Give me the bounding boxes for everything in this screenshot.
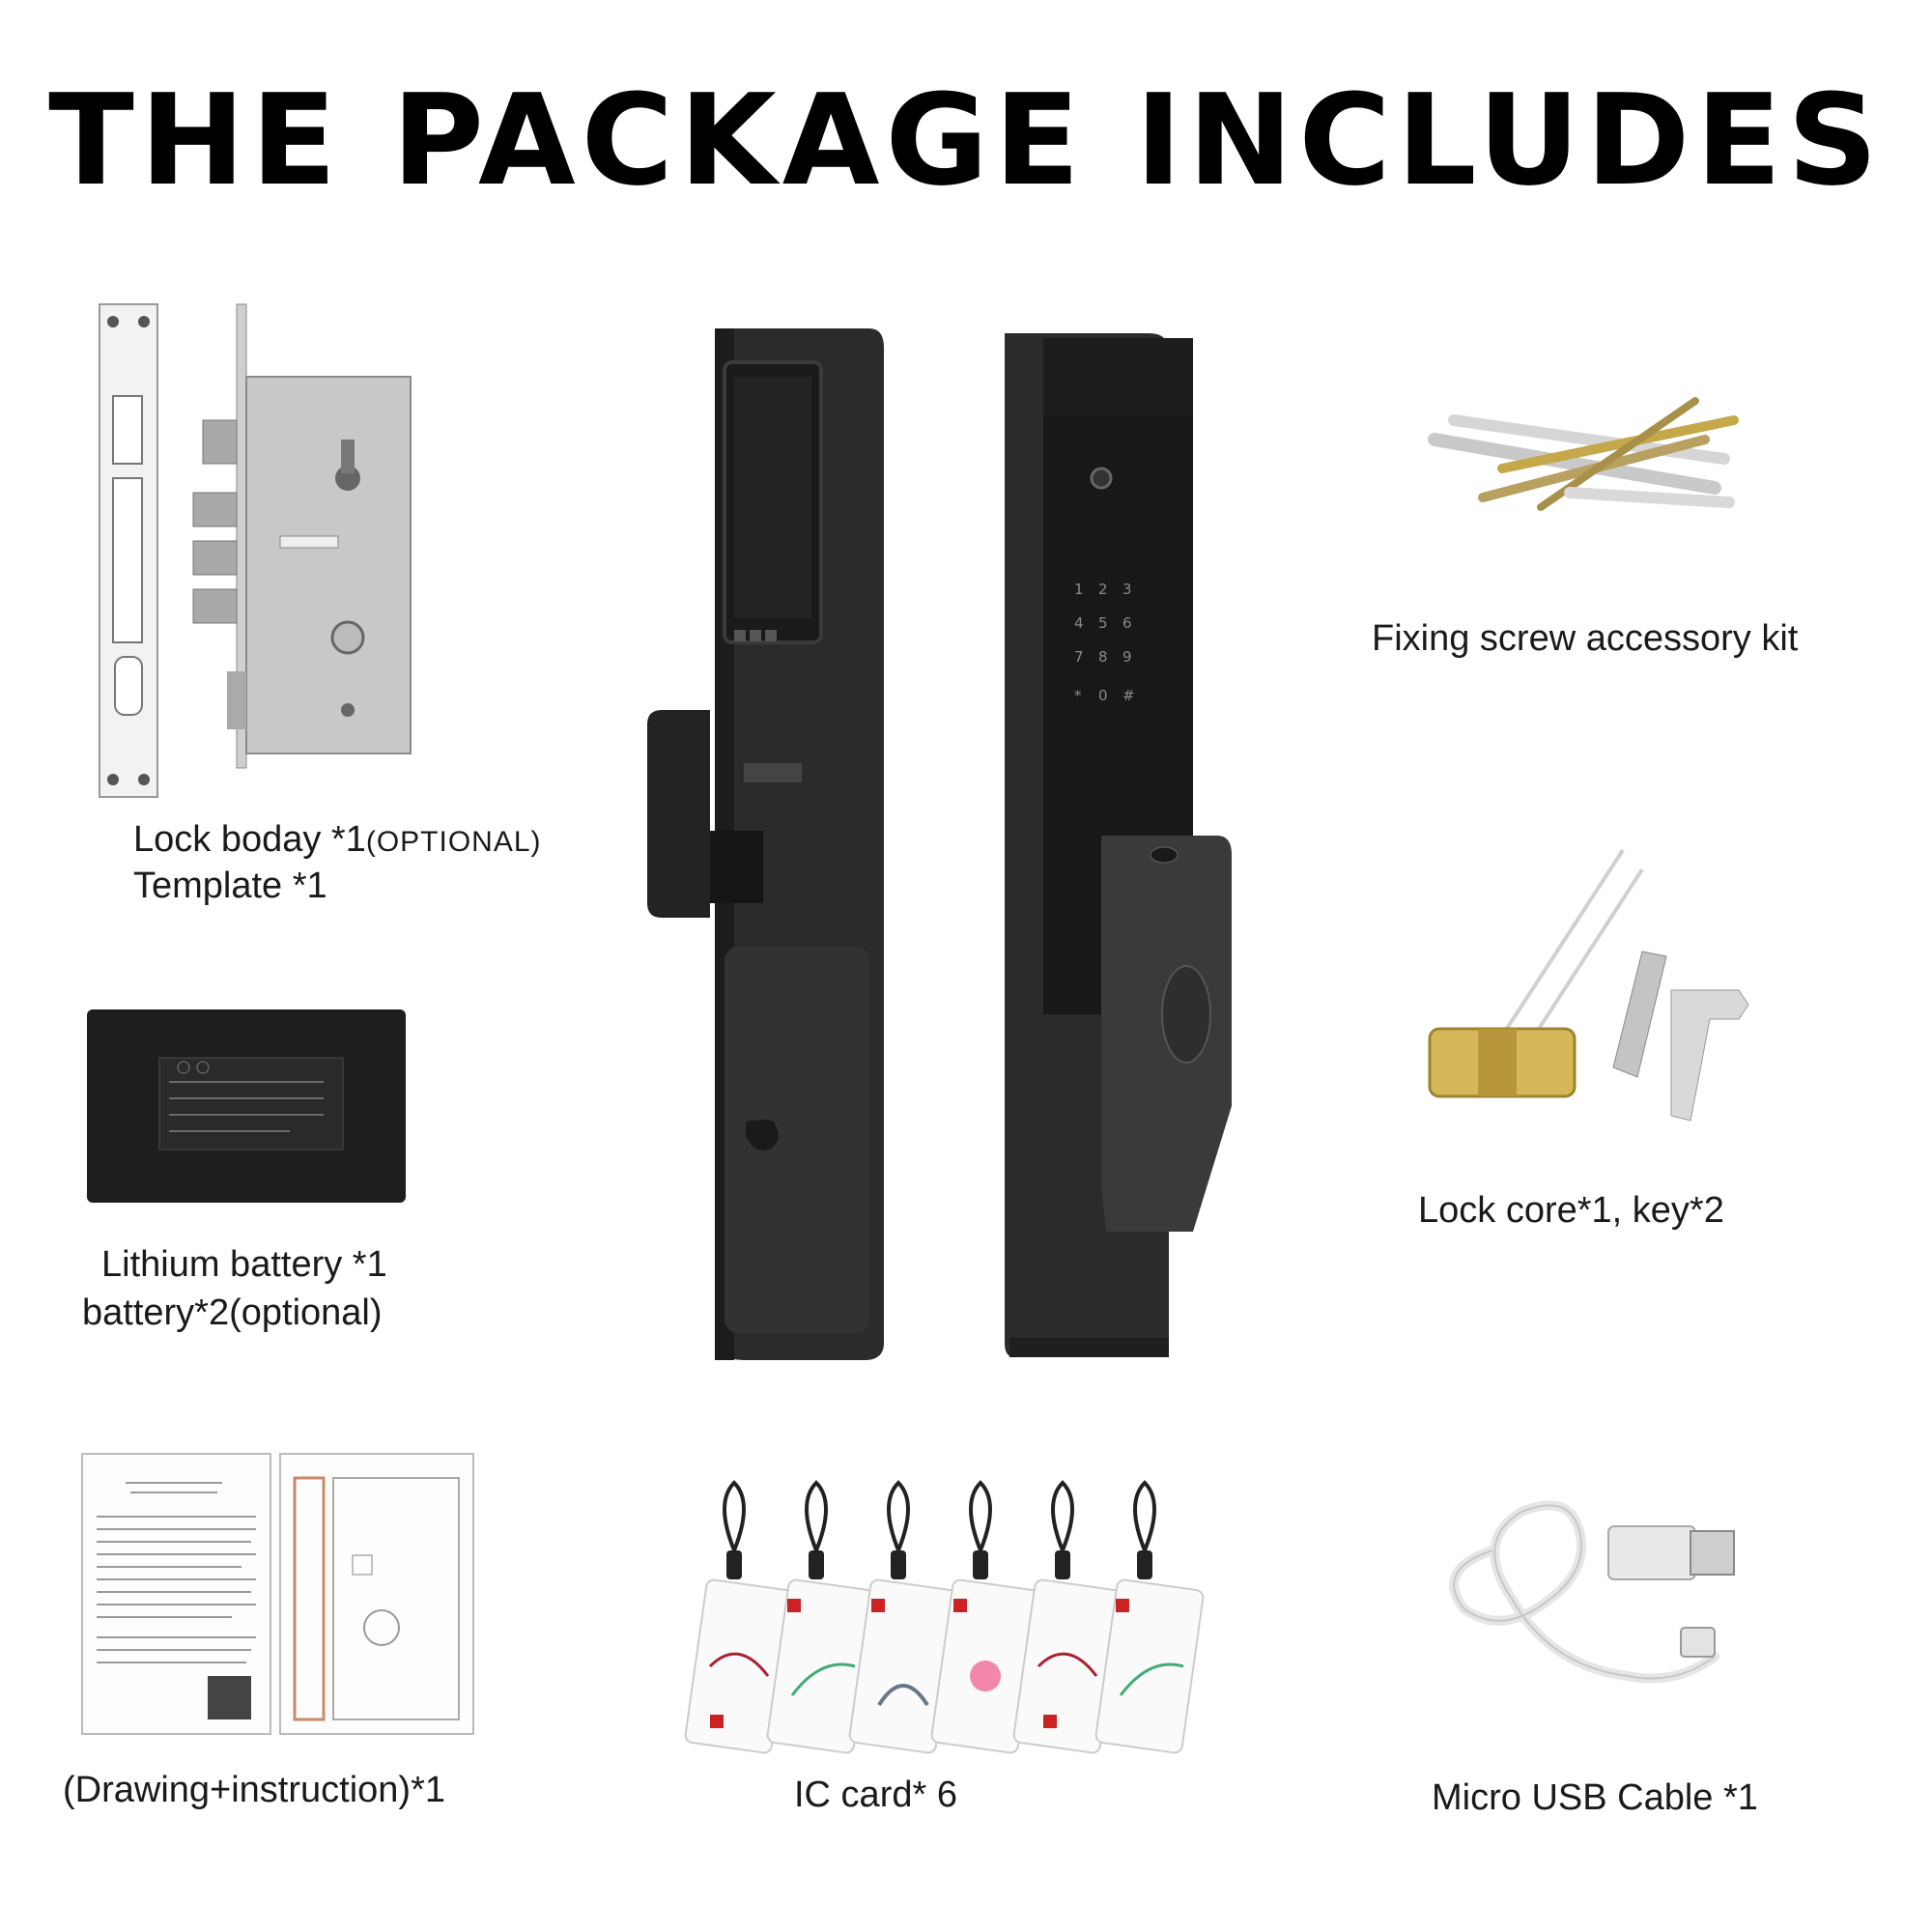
ic-cards-image bbox=[684, 1480, 1205, 1754]
usb-cable-caption: Micro USB Cable *1 bbox=[1432, 1777, 1758, 1818]
page-title: THE PACKAGE INCLUDES bbox=[48, 67, 1884, 213]
svg-text:5: 5 bbox=[1098, 614, 1108, 632]
svg-text:3: 3 bbox=[1122, 581, 1132, 598]
battery-image bbox=[87, 1009, 406, 1203]
svg-text:0: 0 bbox=[1098, 687, 1108, 704]
svg-text:1: 1 bbox=[1074, 581, 1084, 598]
svg-text:6: 6 bbox=[1122, 614, 1132, 632]
lock-core-image bbox=[1428, 848, 1749, 1122]
lock-body-label: Lock boday *1 bbox=[133, 819, 366, 860]
lock-body-caption: Lock boday *1(OPTIONAL) bbox=[133, 819, 542, 861]
svg-text:4: 4 bbox=[1074, 614, 1084, 632]
optional-note: (OPTIONAL) bbox=[365, 826, 542, 858]
lock-core-caption: Lock core*1, key*2 bbox=[1418, 1190, 1724, 1231]
instructions-caption: (Drawing+instruction)*1 bbox=[63, 1770, 445, 1810]
battery-optional-caption: battery*2(optional) bbox=[82, 1293, 383, 1333]
smart-lock-inner-panel bbox=[647, 328, 884, 1360]
usb-cable-image bbox=[1449, 1500, 1735, 1684]
svg-text:7: 7 bbox=[1074, 648, 1084, 666]
instruction-sheets-image bbox=[81, 1453, 474, 1735]
screw-kit-image bbox=[1428, 397, 1739, 511]
svg-text:2: 2 bbox=[1098, 581, 1108, 598]
template-caption: Template *1 bbox=[133, 866, 327, 906]
battery-caption: Lithium battery *1 bbox=[101, 1244, 387, 1285]
svg-text:#: # bbox=[1122, 687, 1135, 704]
svg-text:*: * bbox=[1074, 687, 1082, 704]
svg-text:8: 8 bbox=[1098, 648, 1108, 666]
ic-card-caption: IC card* 6 bbox=[794, 1775, 957, 1815]
lock-body-image bbox=[99, 303, 412, 798]
svg-text:9: 9 bbox=[1122, 648, 1132, 666]
screw-kit-caption: Fixing screw accessory kit bbox=[1372, 618, 1799, 659]
